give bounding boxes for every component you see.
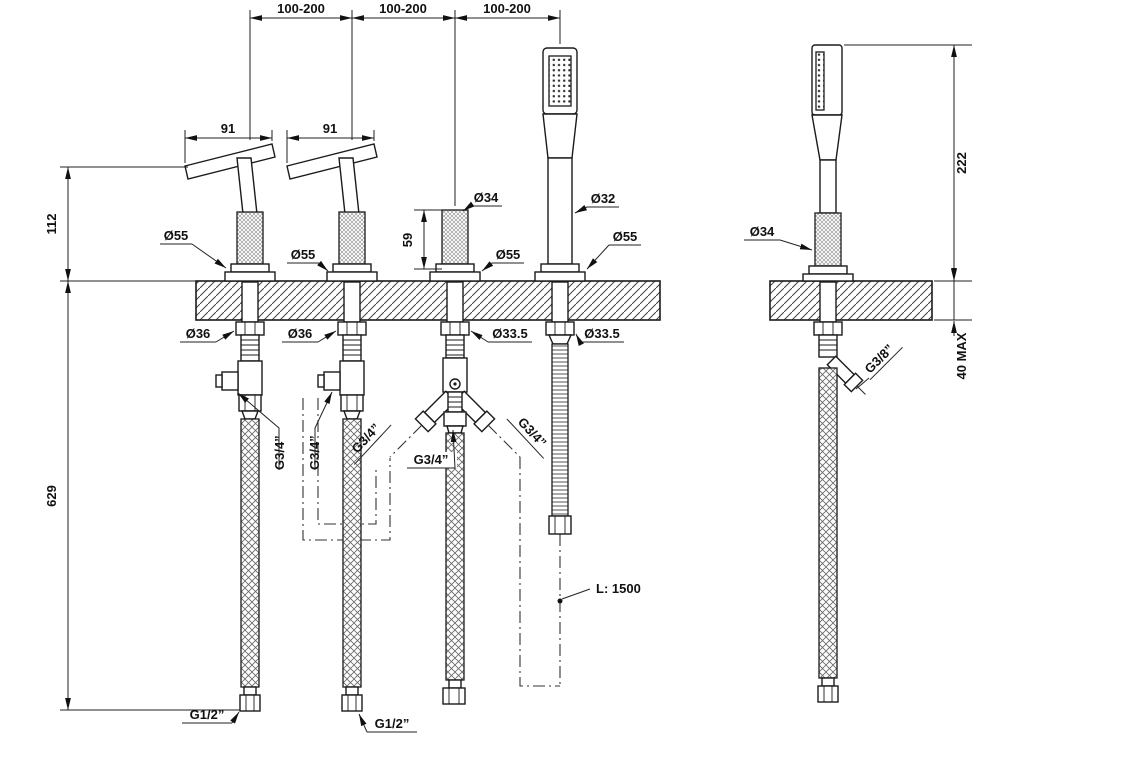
dim-629-label: 629 xyxy=(44,485,59,507)
d55-1-text: Ø55 xyxy=(164,228,189,243)
hand-shower-side xyxy=(802,44,868,703)
d32-text: Ø32 xyxy=(591,191,616,206)
label-d55-1: Ø55 xyxy=(160,228,227,269)
dimensions: 100-200 100-200 100-200 91 91 112 629 xyxy=(44,1,972,733)
hose-length-text: L: 1500 xyxy=(596,581,641,596)
dim-222-label: 222 xyxy=(954,152,969,174)
dim-222: 222 xyxy=(844,44,972,282)
label-d55-3: Ø55 xyxy=(481,247,524,272)
label-d34-front: Ø34 xyxy=(462,190,502,212)
dim-112-label: 112 xyxy=(44,214,59,235)
d36-1-text: Ø36 xyxy=(186,326,211,341)
label-g12-2: G1/2” xyxy=(358,713,417,733)
label-d33_5-2: Ø33.5 xyxy=(575,326,624,347)
label-d36-2: Ø36 xyxy=(282,326,337,343)
label-d32: Ø32 xyxy=(574,191,619,214)
g34-4-text: G3/4” xyxy=(414,452,449,467)
dim-629: 629 xyxy=(44,281,240,711)
dim-59-label: 59 xyxy=(400,233,415,247)
label-g34-1: G3/4” xyxy=(237,392,287,470)
side-d34-text: Ø34 xyxy=(750,224,775,239)
g12-1-text: G1/2” xyxy=(190,707,225,722)
dim-span-3: 100-200 xyxy=(483,1,531,16)
d33_5-1-text: Ø33.5 xyxy=(492,326,527,341)
dim-40max-label: 40 MAX xyxy=(954,332,969,379)
d36-2-text: Ø36 xyxy=(288,326,313,341)
label-d36-1: Ø36 xyxy=(180,326,235,343)
spout xyxy=(389,209,521,705)
label-g34-2: G3/4” xyxy=(307,391,333,470)
dim-lever-2: 91 xyxy=(323,121,337,136)
deck-section-side xyxy=(769,280,933,321)
label-g12-1: G1/2” xyxy=(182,707,240,724)
deck-section-front xyxy=(195,280,661,321)
dim-40max: 40 MAX xyxy=(934,266,972,379)
d55-2-text: Ø55 xyxy=(291,247,316,262)
d55-4-text: Ø55 xyxy=(613,229,638,244)
label-d55-2: Ø55 xyxy=(287,247,329,272)
dim-lever-width-1: 91 xyxy=(184,121,273,163)
label-hose-length: L: 1500 xyxy=(557,581,641,604)
g12-2-text: G1/2” xyxy=(375,716,410,731)
dim-span-1: 100-200 xyxy=(277,1,325,16)
d33_5-2-text: Ø33.5 xyxy=(584,326,619,341)
d34-front-text: Ø34 xyxy=(474,190,499,205)
hand-shower-front xyxy=(534,47,586,535)
label-g34-4: G3/4” xyxy=(405,429,457,469)
d55-3-text: Ø55 xyxy=(496,247,521,262)
dim-span-2: 100-200 xyxy=(379,1,427,16)
side-view xyxy=(769,44,933,703)
dim-112: 112 xyxy=(44,166,196,282)
front-view xyxy=(184,47,661,712)
dim-top-spans: 100-200 100-200 100-200 xyxy=(249,1,561,206)
label-d55-4: Ø55 xyxy=(586,229,641,270)
dim-lever-width-2: 91 xyxy=(286,121,375,163)
dim-59: 59 xyxy=(400,209,442,270)
label-d33_5-1: Ø33.5 xyxy=(470,326,532,343)
label-side-d34: Ø34 xyxy=(744,224,813,251)
dim-lever-1: 91 xyxy=(221,121,235,136)
